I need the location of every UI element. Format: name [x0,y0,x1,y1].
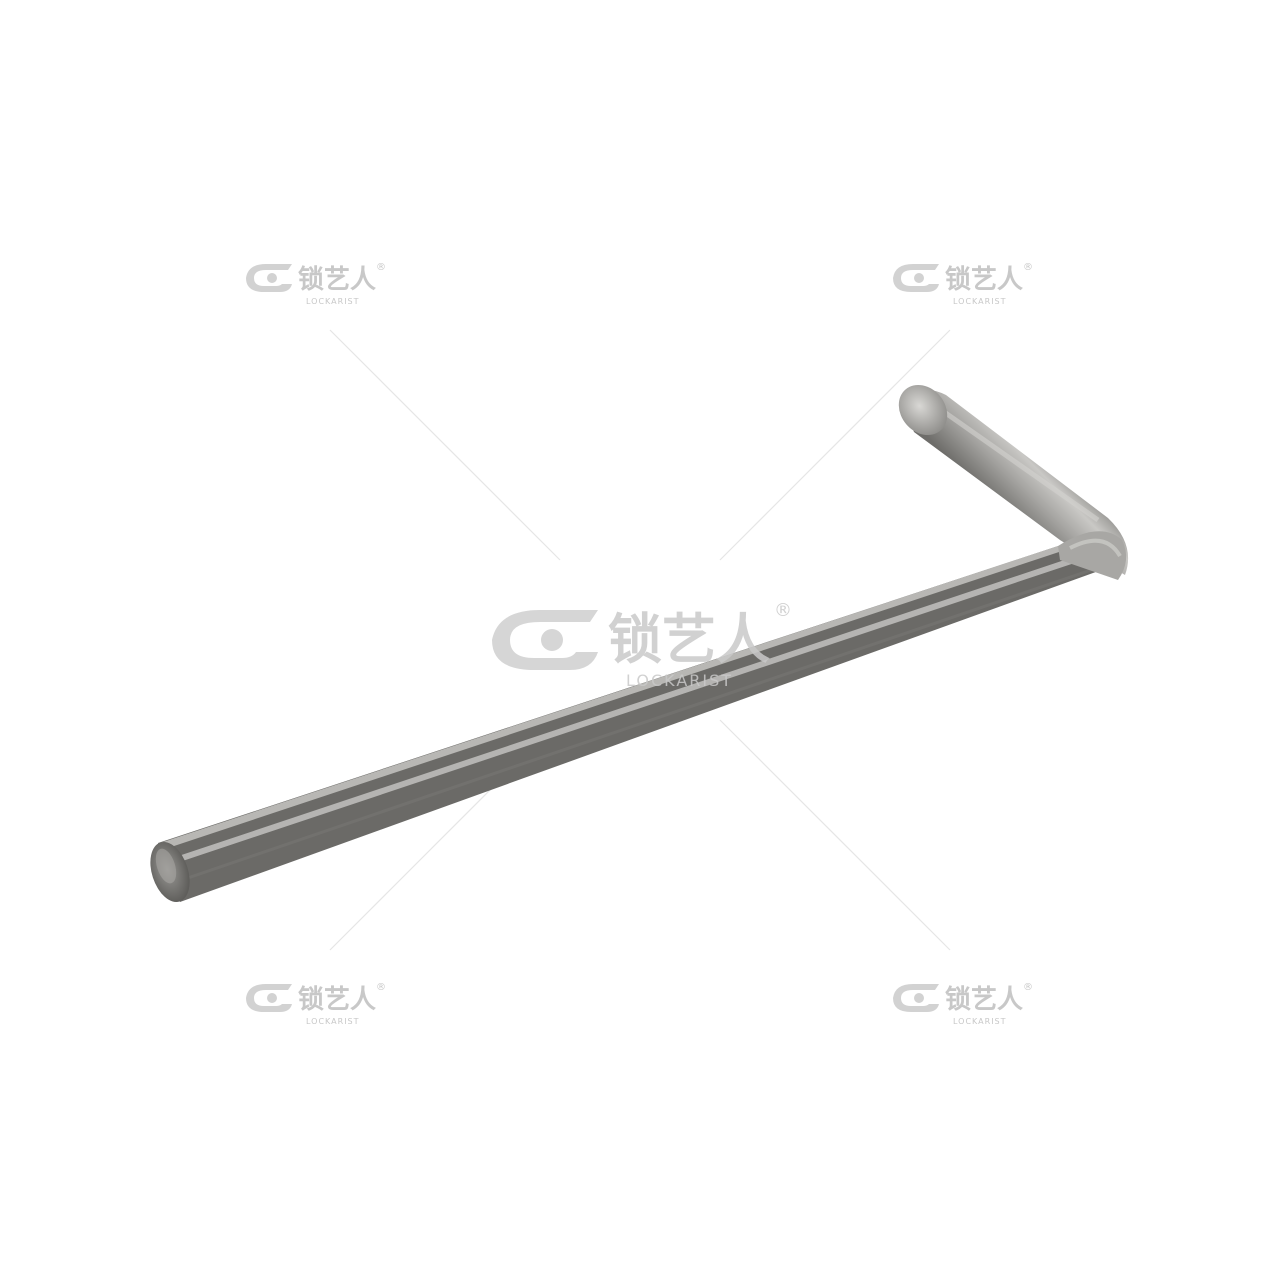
watermark-registered: ® [1023,982,1033,993]
watermark-registered: ® [1023,262,1033,273]
watermark-bottom-left: 锁艺人 ® LOCKARIST [246,982,386,1026]
hex-key-short-arm [902,389,1129,575]
watermark-brand-cn: 锁艺人 [608,608,770,671]
hex-key-arm-tip [898,384,948,436]
watermark-brand-en: LOCKARIST [306,297,360,306]
watermark-logo-icon [893,984,939,1012]
watermark-brand-cn: 锁艺人 [298,984,376,1015]
hex-key [150,384,1129,903]
watermark-bottom-right: 锁艺人 ® LOCKARIST [893,982,1033,1026]
watermark-center: 锁艺人 ® LOCKARIST [492,600,792,690]
watermark-logo-icon [492,610,598,670]
watermark-logo-icon [246,984,292,1012]
watermark-brand-cn: 锁艺人 [298,264,376,295]
watermark-brand-en: LOCKARIST [953,297,1007,306]
watermark-top-left: 锁艺人 ® LOCKARIST [246,262,386,306]
hex-key-shaft [158,546,1118,902]
watermark-lines [329,329,951,951]
watermark-brand-en: LOCKARIST [953,1017,1007,1026]
watermark-brand-cn: 锁艺人 [945,984,1023,1015]
watermark-logo-icon [246,264,292,292]
watermark-brand-en: LOCKARIST [626,671,733,690]
watermark-brand-en: LOCKARIST [306,1017,360,1026]
watermark-brand-cn: 锁艺人 [945,264,1023,295]
watermark-registered: ® [376,982,386,993]
watermark-registered: ® [774,600,792,621]
watermark-top-right: 锁艺人 ® LOCKARIST [893,262,1033,306]
watermark-logo-icon [893,264,939,292]
watermark-registered: ® [376,262,386,273]
